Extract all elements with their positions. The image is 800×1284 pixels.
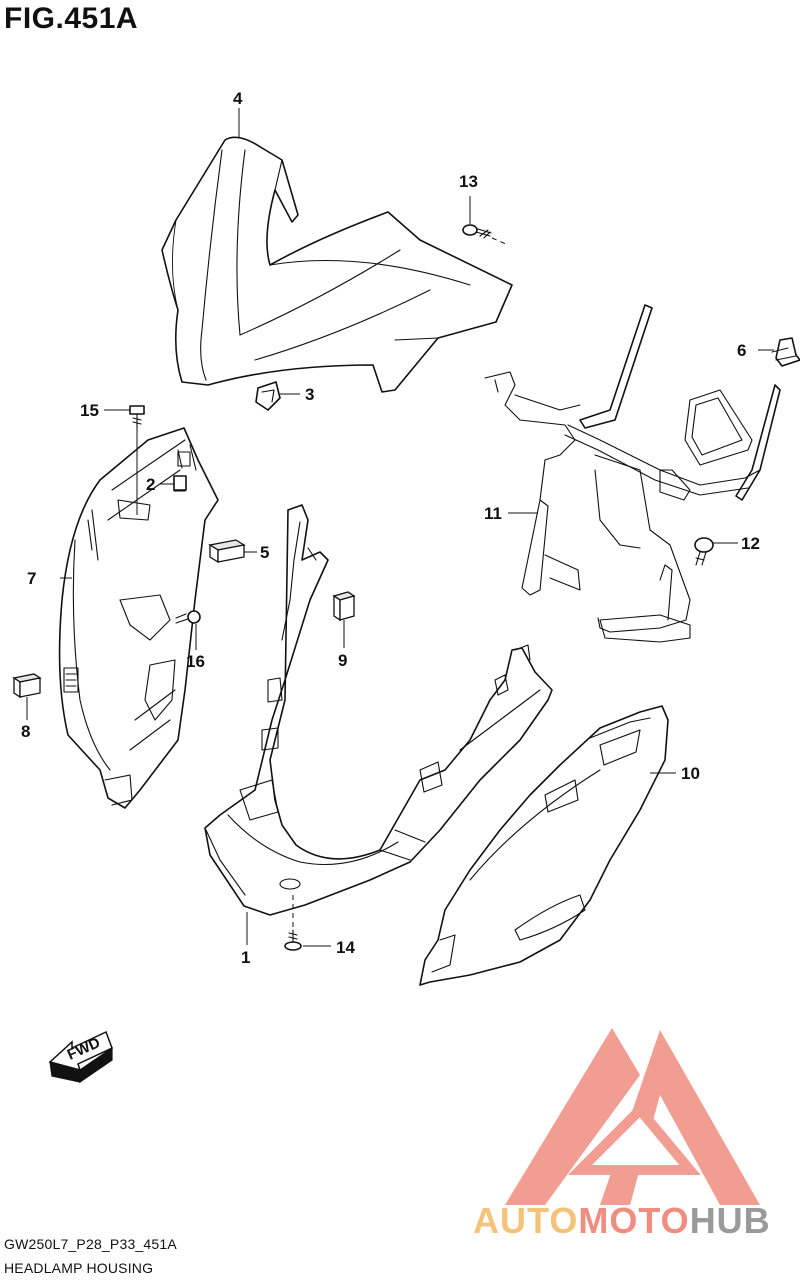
- callout-15: 15: [80, 401, 99, 420]
- callout-9: 9: [338, 651, 348, 670]
- figure-name: HEADLAMP HOUSING: [4, 1260, 154, 1276]
- callout-6: 6: [737, 341, 747, 360]
- figure-title: FIG.451A: [4, 2, 139, 35]
- part-15-bolt: [104, 405, 145, 515]
- part-4-front-cowl: [161, 136, 513, 393]
- watermark-text: AUTOMOTOHUB: [473, 1200, 771, 1242]
- part-5-cushion-pad: [208, 539, 257, 564]
- callout-12: 12: [741, 534, 760, 553]
- callout-11: 11: [484, 504, 502, 523]
- part-11-headlamp-stay: [484, 304, 781, 643]
- watermark-hub: HUB: [689, 1200, 771, 1241]
- watermark-logo: [505, 1028, 760, 1205]
- callout-16: 16: [186, 652, 205, 671]
- callout-5: 5: [260, 543, 270, 562]
- part-3-clip: [255, 381, 300, 411]
- callout-2: 2: [146, 475, 156, 494]
- fwd-arrow-icon: FWD: [48, 1030, 113, 1084]
- watermark-auto: AUTO: [473, 1200, 579, 1241]
- part-2-nut: [160, 475, 187, 491]
- part-14-screw: [284, 895, 331, 951]
- part-12-bolt: [694, 537, 738, 566]
- part-16-screw: [175, 610, 201, 650]
- part-13-screw: [462, 200, 507, 245]
- callout-8: 8: [21, 722, 31, 741]
- watermark-moto: MOTO: [578, 1200, 690, 1241]
- part-10-right-side-panel: [419, 705, 676, 986]
- callout-1: 1: [241, 948, 251, 967]
- figure-code: GW250L7_P28_P33_451A: [4, 1236, 177, 1252]
- callout-7: 7: [27, 569, 37, 588]
- part-8-cushion-pad: [12, 673, 42, 720]
- callout-13: 13: [459, 172, 478, 191]
- part-7-left-side-panel: [58, 427, 219, 809]
- callout-10: 10: [681, 764, 700, 783]
- part-1-lower-cowl: [204, 504, 553, 945]
- callout-14: 14: [336, 938, 355, 957]
- callout-4: 4: [233, 89, 243, 108]
- part-6-grommet: [758, 337, 800, 367]
- part-9-cushion-pad: [332, 591, 356, 648]
- callout-3: 3: [305, 385, 315, 404]
